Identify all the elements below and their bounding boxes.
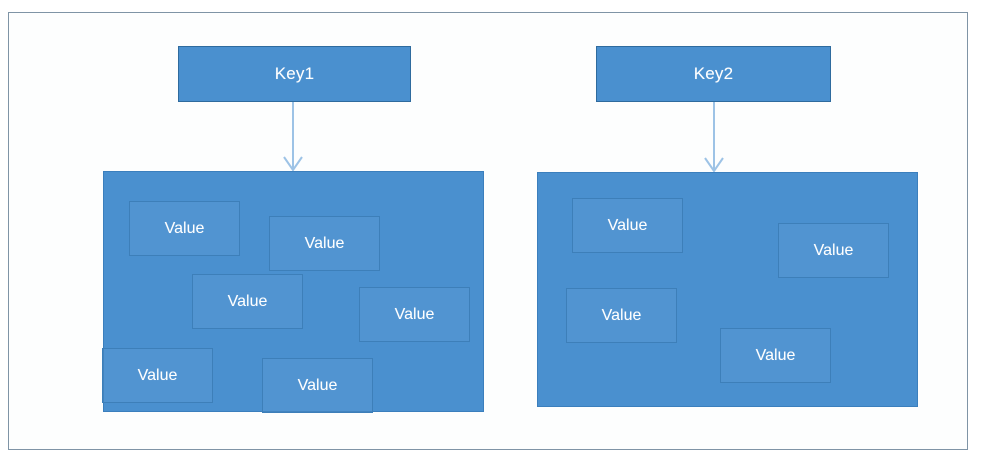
value-box[interactable]: Value <box>129 201 240 256</box>
value-box-label: Value <box>813 241 854 259</box>
value-box-label: Value <box>304 234 345 252</box>
value-box[interactable]: Value <box>262 358 373 413</box>
value-box-label: Value <box>297 376 338 394</box>
value-box[interactable]: Value <box>572 198 683 253</box>
value-box-label: Value <box>227 292 268 310</box>
value-box-label: Value <box>164 219 205 237</box>
value-box[interactable]: Value <box>720 328 831 383</box>
arrow-head-1 <box>283 156 303 172</box>
value-box[interactable]: Value <box>269 216 380 271</box>
value-box[interactable]: Value <box>566 288 677 343</box>
arrow-head-2 <box>704 157 724 173</box>
value-box-label: Value <box>755 346 796 364</box>
value-box[interactable]: Value <box>359 287 470 342</box>
arrow-connector-2 <box>704 102 724 173</box>
value-box-label: Value <box>601 306 642 324</box>
value-box[interactable]: Value <box>192 274 303 329</box>
value-box-label: Value <box>137 366 178 384</box>
key-box-2[interactable]: Key2 <box>596 46 831 102</box>
key-box-1[interactable]: Key1 <box>178 46 411 102</box>
value-box[interactable]: Value <box>778 223 889 278</box>
value-box-label: Value <box>607 216 648 234</box>
value-box-label: Value <box>394 305 435 323</box>
arrow-connector-1 <box>283 102 303 172</box>
value-box[interactable]: Value <box>102 348 213 403</box>
